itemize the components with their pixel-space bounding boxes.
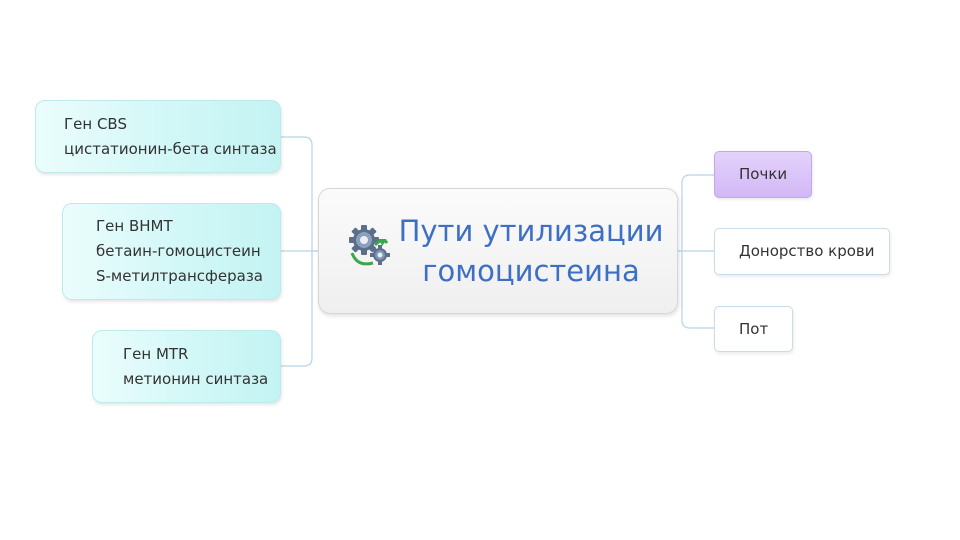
connector-cbs: [281, 136, 318, 252]
gene-mtr-enzyme: метионин синтаза: [123, 369, 269, 388]
excretion-kidney-node[interactable]: Почки: [714, 151, 812, 198]
gene-bhmt-name: Ген BHMT: [96, 217, 173, 235]
connector-sweat: [681, 251, 714, 329]
gene-bhmt-enzyme-line2: S-метилтрансфераза: [96, 267, 263, 285]
central-topic-node[interactable]: Пути утилизации гомоцистеина: [318, 188, 678, 314]
gene-mtr-node[interactable]: Ген MTR метионин синтаза: [92, 330, 281, 403]
excretion-blood-donation-node[interactable]: Донорство крови: [714, 228, 890, 275]
gene-bhmt-enzyme-line1: бетаин-гомоцистеин: [96, 242, 261, 260]
blood-donation-label: Донорство крови: [739, 242, 875, 260]
connector-mtr: [281, 251, 313, 367]
central-topic-title: Пути утилизации гомоцистеина: [381, 211, 681, 291]
central-title-line2: гомоцистеина: [422, 254, 640, 288]
gears-icon: [349, 225, 390, 266]
gene-cbs-node[interactable]: Ген CBS цистатионин-бета синтаза: [35, 100, 281, 173]
gene-cbs-enzyme: цистатионин-бета синтаза: [64, 139, 277, 158]
connector-kidney: [678, 174, 714, 252]
gene-bhmt-node[interactable]: Ген BHMT бетаин-гомоцистеин S-метилтранс…: [62, 203, 281, 300]
kidney-label: Почки: [739, 165, 788, 183]
excretion-sweat-node[interactable]: Пот: [714, 306, 793, 352]
central-title-line1: Пути утилизации: [398, 214, 664, 248]
gene-cbs-name: Ген CBS: [64, 114, 127, 133]
sweat-label: Пот: [739, 319, 769, 338]
gene-mtr-name: Ген MTR: [123, 344, 189, 363]
